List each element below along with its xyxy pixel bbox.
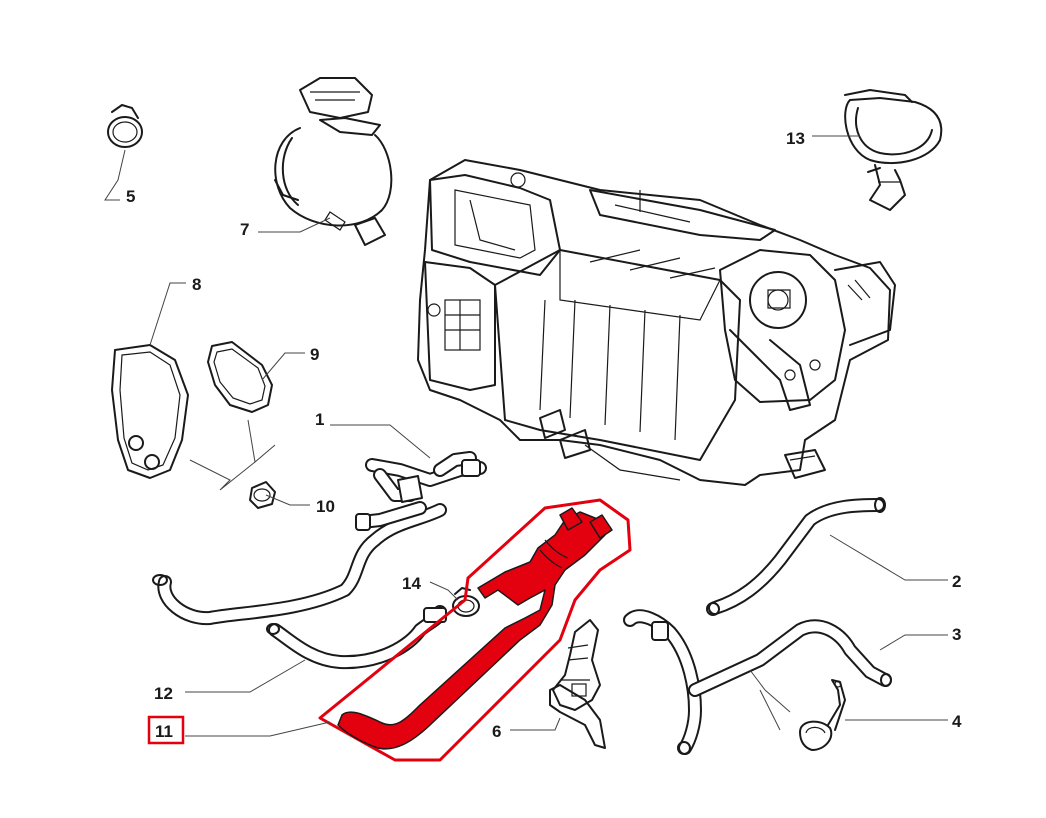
clamp-large-part-7 [274,77,393,246]
clamp-band-part-13 [844,89,943,211]
part-number-labels: 5 7 13 8 9 1 10 14 2 3 12 4 6 11 [126,129,962,745]
label-part-8[interactable]: 8 [192,275,201,294]
label-part-5[interactable]: 5 [126,187,135,206]
hvac-unit-housing [417,159,896,486]
label-part-14[interactable]: 14 [402,574,421,593]
label-part-1[interactable]: 1 [315,410,324,429]
pipe-assembly-part-1 [152,451,487,626]
label-part-12[interactable]: 12 [154,684,173,703]
highlight-box-part-11 [147,715,185,745]
gasket-part-8 [111,344,189,479]
hose-part-3 [623,609,892,755]
label-part-13[interactable]: 13 [786,129,805,148]
leader-lines [104,135,948,737]
label-part-11[interactable]: 11 [155,722,173,741]
clip-part-4 [799,679,846,751]
label-part-9[interactable]: 9 [310,345,319,364]
gasket-part-9 [207,341,273,413]
label-part-4[interactable]: 4 [952,712,962,731]
label-part-10[interactable]: 10 [316,497,335,516]
hose-part-2 [706,497,886,616]
label-part-6[interactable]: 6 [492,722,501,741]
clamp-small-part-5 [107,104,143,148]
highlight-outline [318,498,632,762]
hose-part-12 [266,605,447,670]
hose-highlighted-part-11[interactable] [318,498,632,762]
label-part-3[interactable]: 3 [952,625,961,644]
label-part-7[interactable]: 7 [240,220,249,239]
label-part-2[interactable]: 2 [952,572,961,591]
grommet-part-10 [249,481,276,509]
bracket-part-6 [549,619,606,749]
